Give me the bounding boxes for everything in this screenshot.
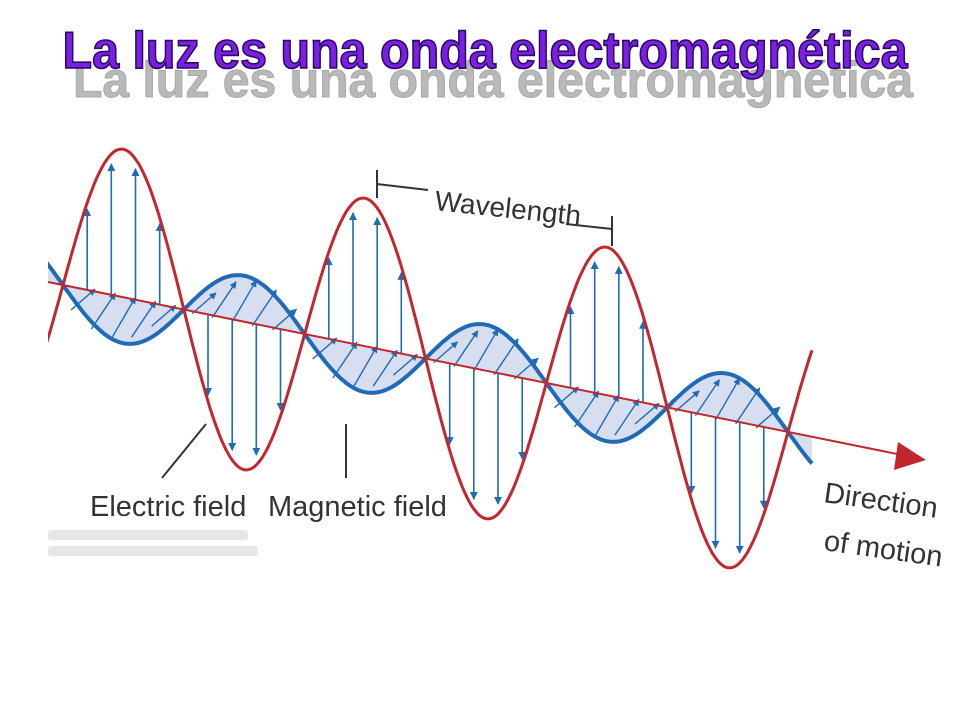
electric-field-label: Electric field <box>90 491 246 523</box>
magnetic-field-arrow <box>372 349 398 387</box>
magnetic-field-arrow <box>312 337 338 360</box>
magnetic-field-arrow <box>231 279 257 323</box>
propagation-axis <box>47 281 903 456</box>
magnetic-field-arrow <box>191 292 217 315</box>
slide-title-text: La luz es una onda electromagnética <box>63 22 909 80</box>
magnetic-wave-fill <box>48 264 812 464</box>
propagation-arrowhead <box>894 442 926 470</box>
direction-label-line2: of motion <box>822 525 945 573</box>
magnetic-field-arrow <box>433 341 459 364</box>
magnetic-field-arrow <box>453 330 479 367</box>
magnetic-field-arrow <box>755 406 781 429</box>
electric-field-arrows <box>83 163 768 554</box>
magnetic-field-arrow <box>714 377 741 421</box>
magnetic-field-arrow <box>634 402 660 425</box>
magnetic-field-arrow <box>513 357 539 380</box>
magnetic-field-arrow <box>110 296 137 340</box>
magnetic-field-arrow <box>594 394 620 437</box>
electric-field-leader <box>161 423 207 479</box>
magnetic-field-arrow <box>211 281 237 319</box>
magnetic-field-arrow <box>70 288 96 311</box>
wavelength-label: Wavelength <box>433 185 582 231</box>
magnetic-field-arrow <box>694 379 720 416</box>
electric-wave-curve <box>48 147 814 570</box>
magnetic-field-arrow <box>151 304 177 327</box>
copyright-watermark <box>48 530 258 556</box>
direction-label-line1: Direction <box>822 477 940 525</box>
slide-title-shadow: La luz es una onda electromagnética <box>73 52 914 108</box>
magnetic-field-arrow <box>272 308 298 331</box>
magnetic-field-arrow <box>352 345 378 388</box>
slide-title: La luz es una onda electromagnética La l… <box>62 21 915 108</box>
magnetic-field-arrow <box>392 353 418 376</box>
magnetic-field-arrow <box>131 300 157 338</box>
magnetic-field-arrow <box>614 398 640 436</box>
magnetic-field-label: Magnetic field <box>268 491 447 523</box>
wavelength-bracket <box>376 170 613 246</box>
magnetic-field-arrow <box>473 328 499 372</box>
magnetic-field-arrow <box>554 386 580 409</box>
magnetic-field-arrow <box>674 390 700 413</box>
